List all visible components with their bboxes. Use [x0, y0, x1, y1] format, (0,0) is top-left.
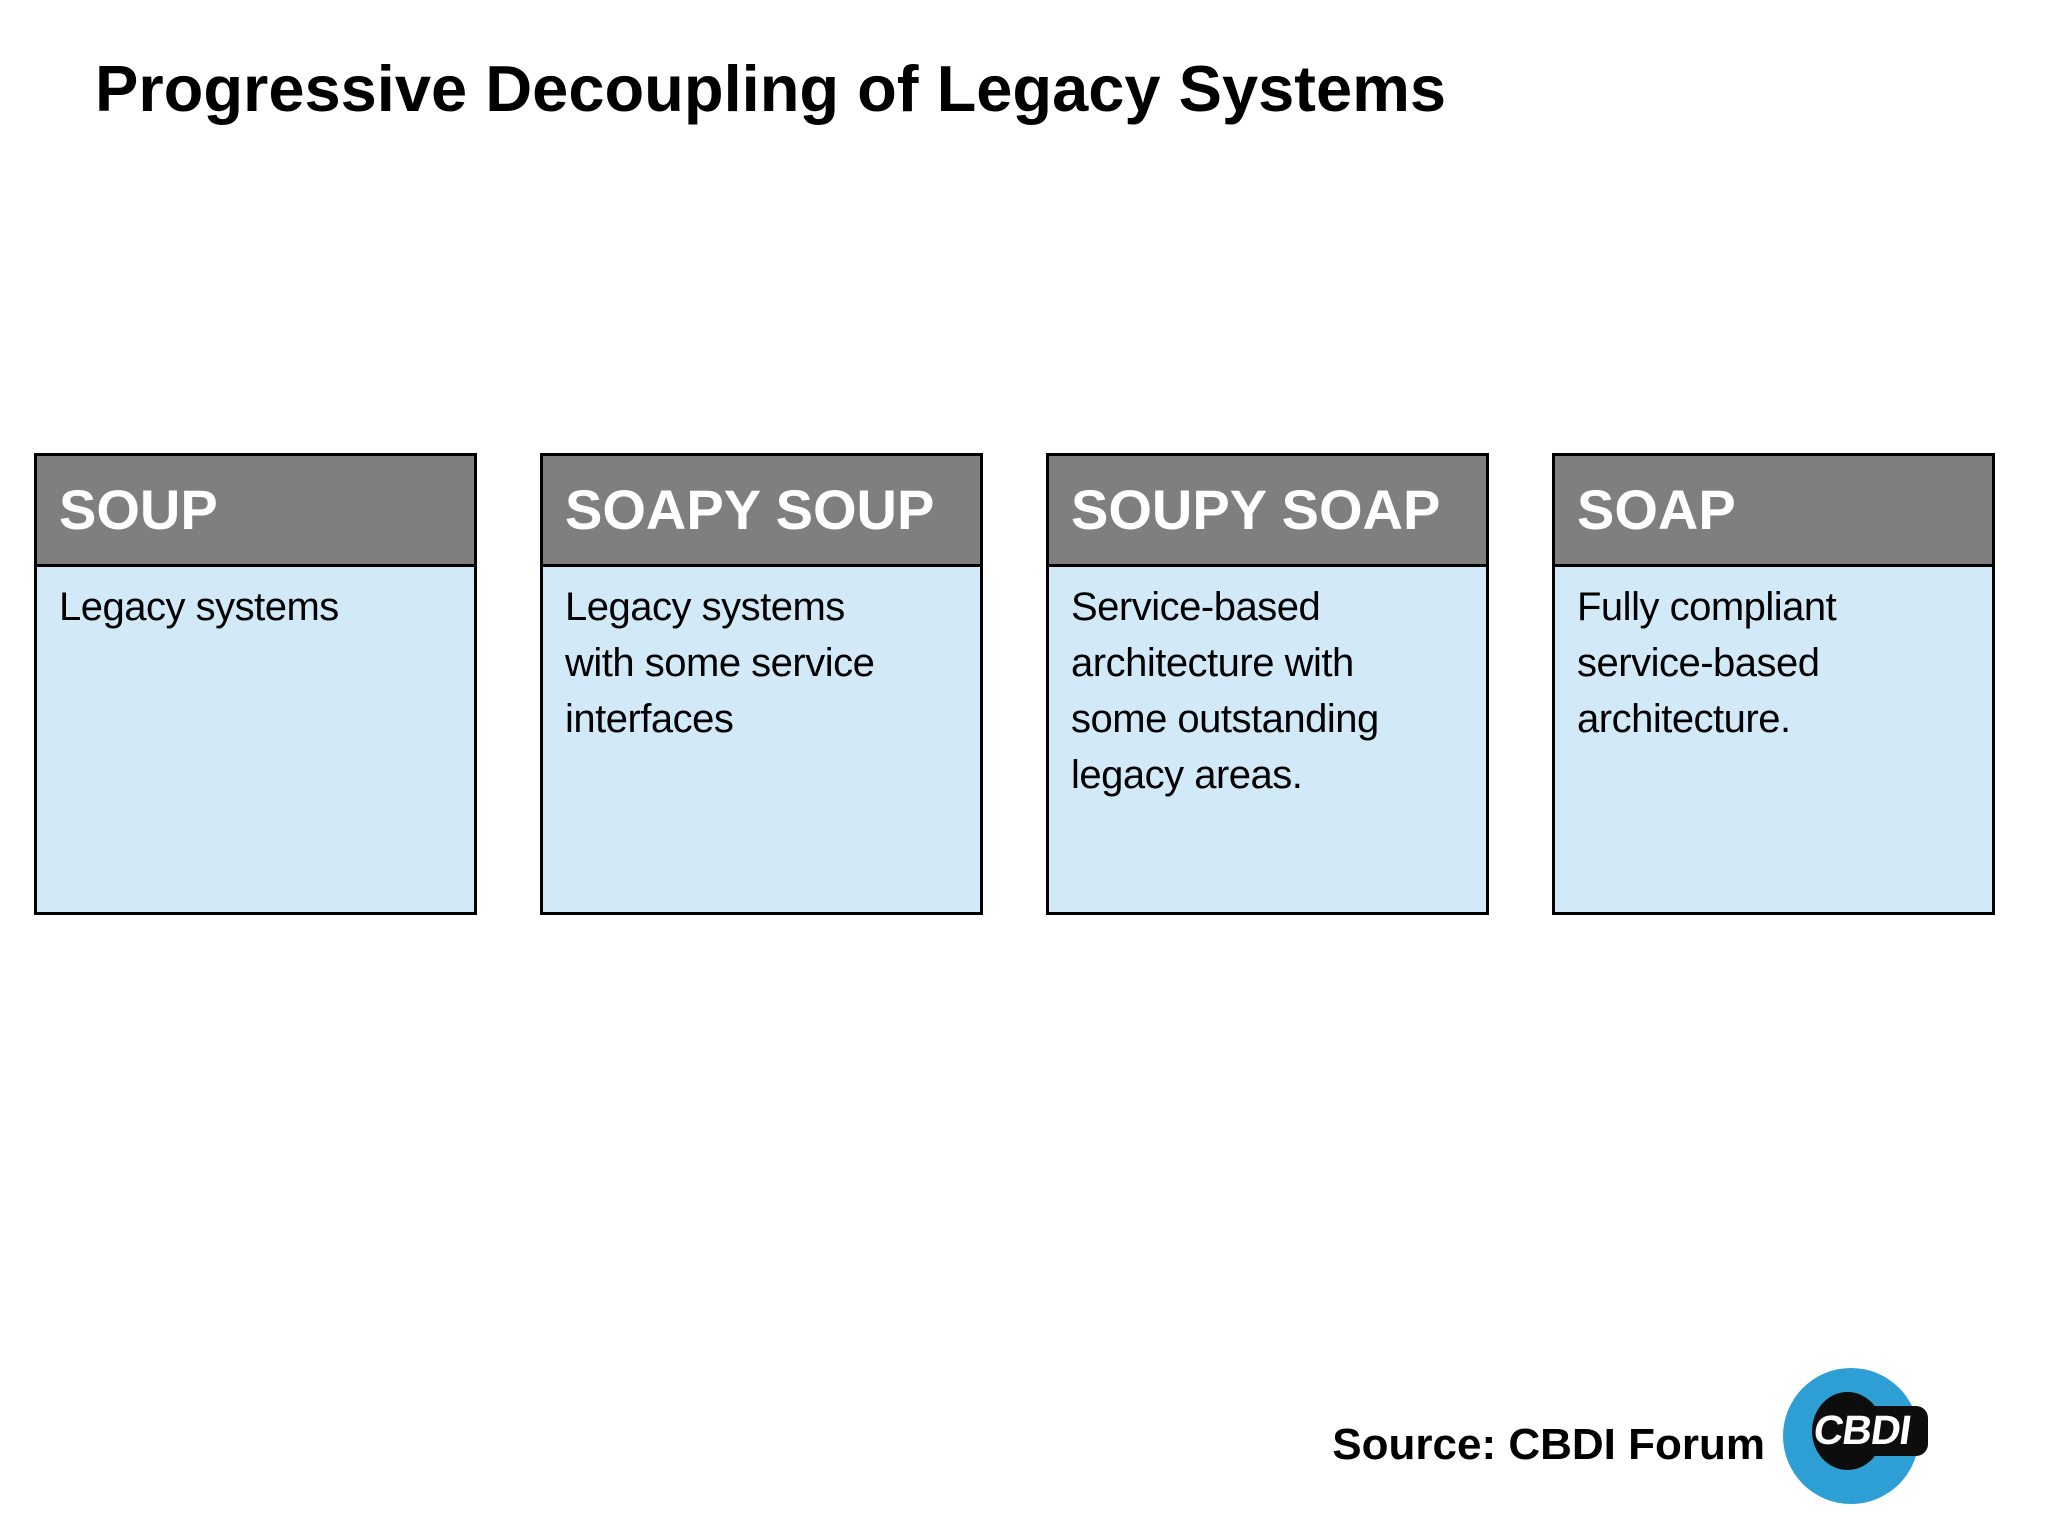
stage-title-soupy-soap: SOUPY SOAP — [1071, 478, 1441, 541]
stage-body-soapy-soup: Legacy systems with some service interfa… — [543, 567, 980, 757]
stage-description-soupy-soap: Service-based architecture with some out… — [1071, 585, 1379, 797]
stage-card-soapy-soup: SOAPY SOUP Legacy systems with some serv… — [540, 453, 983, 915]
stage-card-soupy-soap: SOUPY SOAP Service-based architecture wi… — [1046, 453, 1489, 915]
stage-header-soap: SOAP — [1555, 456, 1992, 567]
stage-body-soupy-soap: Service-based architecture with some out… — [1049, 567, 1486, 813]
stage-header-soup: SOUP — [37, 456, 474, 567]
cbdi-logo: CBDI — [1783, 1368, 1935, 1504]
stage-card-soap: SOAP Fully compliant service-based archi… — [1552, 453, 1995, 915]
stage-description-soapy-soup: Legacy systems with some service interfa… — [565, 585, 875, 741]
cbdi-logo-text: CBDI — [1810, 1407, 1914, 1453]
stage-title-soup: SOUP — [59, 478, 218, 541]
source-label: Source: CBDI Forum — [1332, 1420, 1765, 1469]
cbdi-logo-text-backing — [1838, 1406, 1928, 1456]
stage-title-soap: SOAP — [1577, 478, 1736, 541]
stage-card-soup: SOUP Legacy systems — [34, 453, 477, 915]
slide-title: Progressive Decoupling of Legacy Systems — [95, 52, 1447, 125]
stage-body-soup: Legacy systems — [37, 567, 474, 645]
stage-description-soap: Fully compliant service-based architectu… — [1577, 585, 1837, 741]
stage-title-soapy-soup: SOAPY SOUP — [565, 478, 935, 541]
stage-header-soapy-soup: SOAPY SOUP — [543, 456, 980, 567]
stage-header-soupy-soap: SOUPY SOAP — [1049, 456, 1486, 567]
stage-row: SOUP Legacy systems SOAPY SOUP Legacy sy… — [34, 453, 1995, 915]
stage-description-soup: Legacy systems — [59, 585, 339, 629]
stage-body-soap: Fully compliant service-based architectu… — [1555, 567, 1992, 757]
